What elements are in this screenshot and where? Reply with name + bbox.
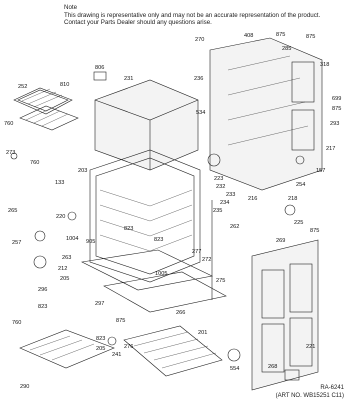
callout: 760 (12, 320, 21, 326)
callout: 408 (244, 33, 253, 39)
callout: 233 (226, 192, 235, 198)
callout: 699 (332, 96, 341, 102)
note-title: Note (64, 4, 78, 11)
broil-element-drawing (13, 87, 79, 131)
callout: 266 (176, 310, 185, 316)
callout: 270 (195, 37, 204, 43)
small-parts-drawing (10, 71, 300, 381)
callout: 269 (276, 238, 285, 244)
callout: 875 (116, 318, 125, 324)
callout: 220 (56, 214, 65, 220)
callout: 276 (124, 344, 133, 350)
callout: 297 (95, 301, 104, 307)
callout: 823 (124, 226, 133, 232)
callout: 806 (95, 65, 104, 71)
callout: 1005 (155, 271, 167, 277)
back-panel-drawing (207, 37, 323, 191)
callout: 205 (96, 346, 105, 352)
callout: 235 (213, 208, 222, 214)
art-number: (ART NO. WB15251 C11) (275, 393, 344, 399)
callout: 823 (38, 304, 47, 310)
side-panel-drawing (251, 239, 319, 391)
callout: 157 (316, 168, 325, 174)
callout: 290 (20, 384, 29, 390)
callout: 285 (282, 46, 291, 52)
callout: 223 (214, 176, 223, 182)
callout: 273 (6, 150, 15, 156)
callout: 216 (248, 196, 257, 202)
callout: 554 (230, 366, 239, 372)
callout: 875 (306, 34, 315, 40)
note-line-2: Contact your Parts Dealer should any que… (64, 19, 212, 27)
oven-rack-drawing (123, 325, 223, 377)
callout: 257 (12, 240, 21, 246)
drawing-ref: RA-6241 (320, 385, 344, 391)
callout: 225 (294, 220, 303, 226)
callout: 203 (78, 168, 87, 174)
callout: 905 (86, 239, 95, 245)
callout: 212 (58, 266, 67, 272)
callout: 232 (216, 184, 225, 190)
callout: 234 (220, 200, 229, 206)
bake-element-drawing (19, 329, 115, 369)
callout: 252 (18, 84, 27, 90)
callout: 810 (60, 82, 69, 88)
callout: 875 (332, 106, 341, 112)
callout: 254 (296, 182, 305, 188)
callout-labels: 252 810 806 231 270 408 875 875 285 318 … (4, 32, 341, 390)
callout: 262 (230, 224, 239, 230)
callout: 205 (60, 276, 69, 282)
oven-body-drawing (89, 79, 201, 283)
callout: 1004 (66, 236, 78, 242)
callout: 296 (38, 287, 47, 293)
callout: 534 (196, 110, 205, 116)
callout: 218 (288, 196, 297, 202)
callout: 760 (4, 121, 13, 127)
callout: 133 (55, 180, 64, 186)
callout: 760 (30, 160, 39, 166)
callout: 875 (310, 228, 319, 234)
callout: 318 (320, 62, 329, 68)
callout: 217 (326, 146, 335, 152)
callout: 241 (112, 352, 121, 358)
callout: 263 (62, 255, 71, 261)
callout: 823 (96, 336, 105, 342)
note-line-1: This drawing is representative only and … (64, 11, 321, 19)
disclaimer-note: Note This drawing is representative only… (64, 4, 320, 27)
callout: 277 (192, 249, 201, 255)
callout: 268 (268, 364, 277, 370)
callout: 823 (154, 237, 163, 243)
callout: 265 (8, 208, 17, 214)
callout: 236 (194, 76, 203, 82)
callout: 272 (202, 257, 211, 263)
callout: 875 (276, 32, 285, 38)
callout: 231 (124, 76, 133, 82)
callout: 293 (330, 121, 339, 127)
callout: 221 (306, 344, 315, 350)
callout: 275 (216, 278, 225, 284)
callout: 201 (198, 330, 207, 336)
